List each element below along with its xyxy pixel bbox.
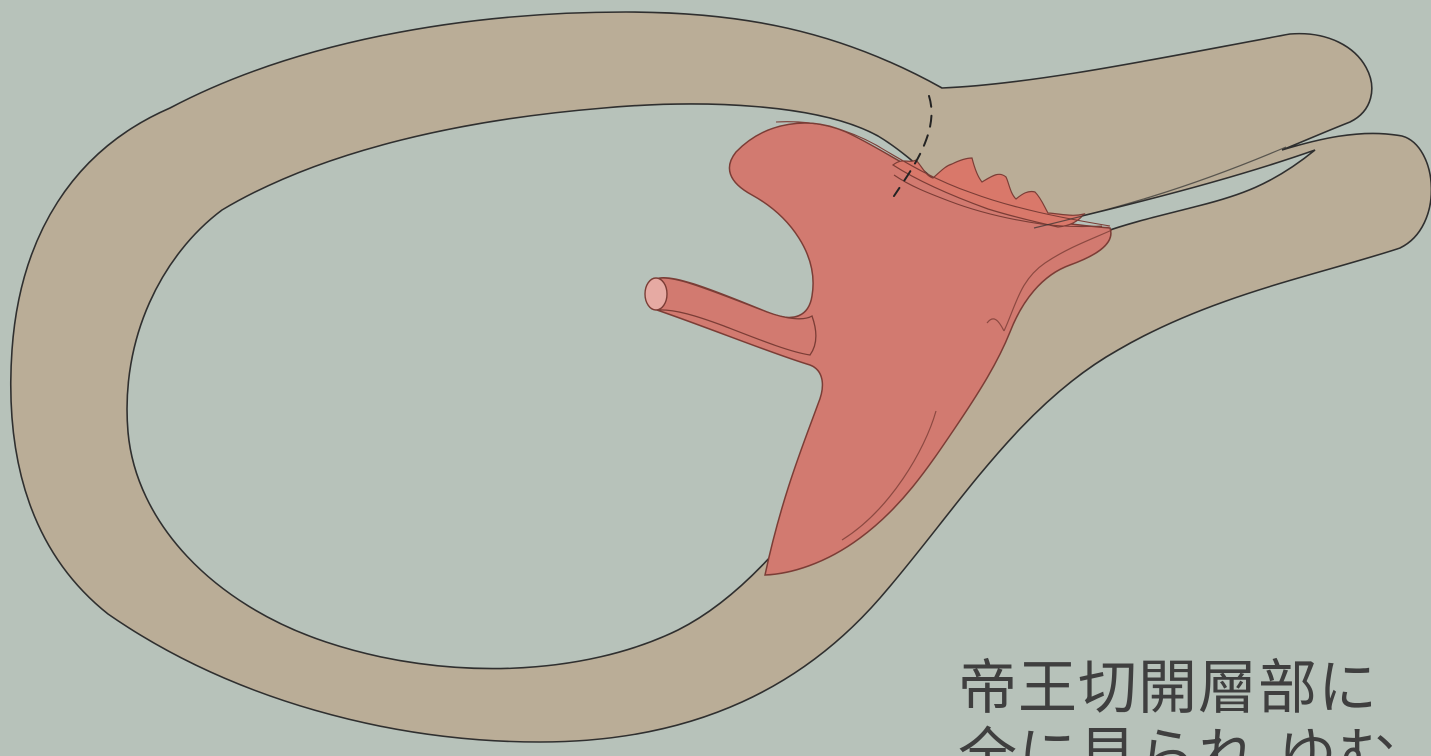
uterine-wall [11,12,1431,742]
caption-line-1: 帝王切開層部に [958,652,1431,724]
diagram-caption: 帝王切開層部に 全に見られ ゆむ [958,652,1431,756]
caption-line-2: 全に見られ ゆむ [958,720,1431,756]
umbilical-cord-end [645,278,667,310]
umbilical-cord [647,278,816,355]
